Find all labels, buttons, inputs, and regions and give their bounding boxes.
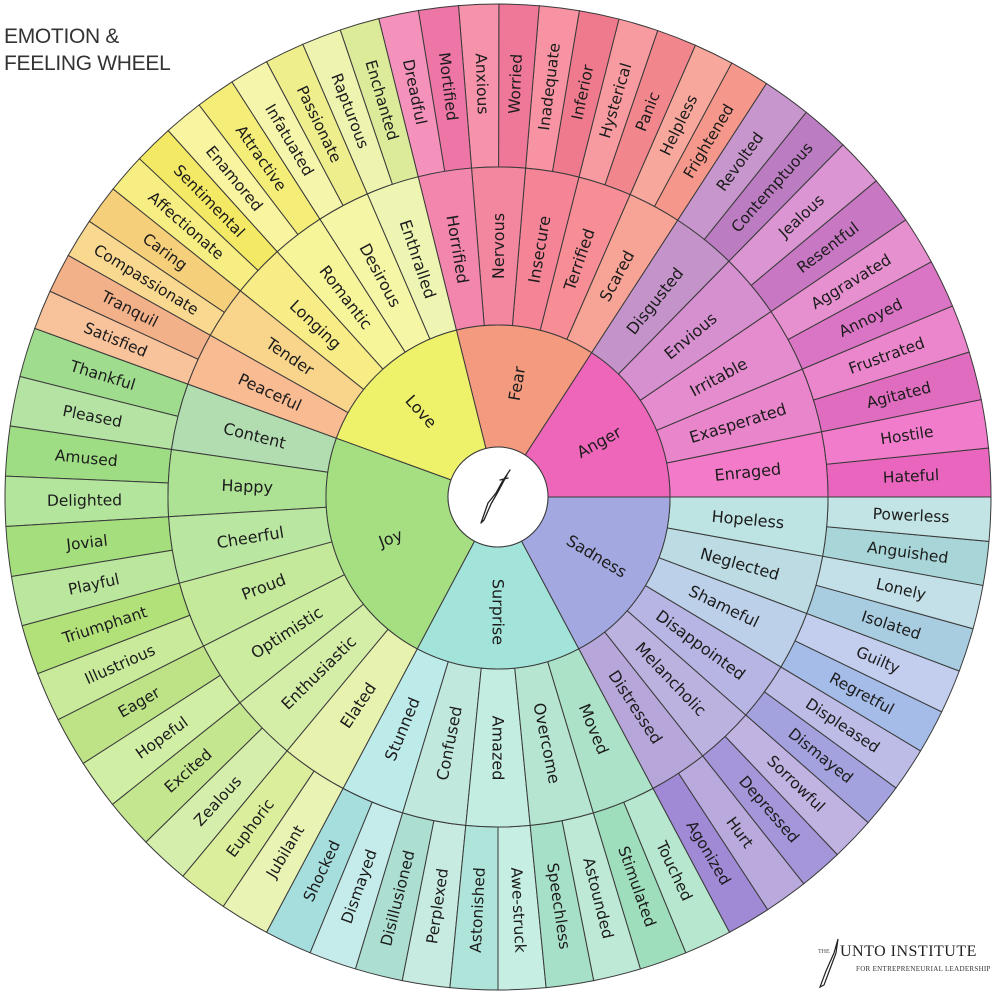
title-line-1: EMOTION & [4,25,120,48]
title-line-2: FEELING WHEEL [4,52,171,75]
tertiary-feeling-label: Hateful [882,466,939,487]
center-hub [447,446,549,548]
core-emotion-label: Surprise [489,579,508,645]
tertiary-feeling-label: Jovial [65,532,109,555]
secondary-feeling-label: Nervous [489,213,508,279]
tertiary-feeling-label: Anxious [472,53,492,115]
logo-the: THE [818,949,830,955]
quill-pen-icon [480,469,511,524]
tertiary-feeling-label: Worried [505,53,526,114]
tertiary-feeling-label: Awe-struck [507,867,529,953]
secondary-feeling-label: Happy [221,476,273,497]
tertiary-feeling-label: Delighted [47,491,122,510]
junto-institute-logo: THE UNTO INSTITUTE FOR ENTREPRENEURIAL L… [812,935,996,995]
tertiary-feelings-ring: FrightenedHelplessPanicHystericalInferio… [4,3,992,991]
tertiary-feeling-label: Astonished [467,867,489,953]
page-title: EMOTION & FEELING WHEEL [4,23,171,77]
logo-subtitle: FOR ENTREPRENEURIAL LEADERSHIP [856,965,991,973]
tertiary-feeling-label: Powerless [872,505,950,526]
secondary-feeling-label: Amazed [489,716,508,781]
logo-name: UNTO INSTITUTE [840,943,977,960]
tertiary-feeling-label: Amused [54,446,118,470]
secondary-feelings-ring: ScaredTerrifiedInsecureNervousHorrifiedE… [167,166,829,828]
logo-quill-icon [818,938,839,989]
